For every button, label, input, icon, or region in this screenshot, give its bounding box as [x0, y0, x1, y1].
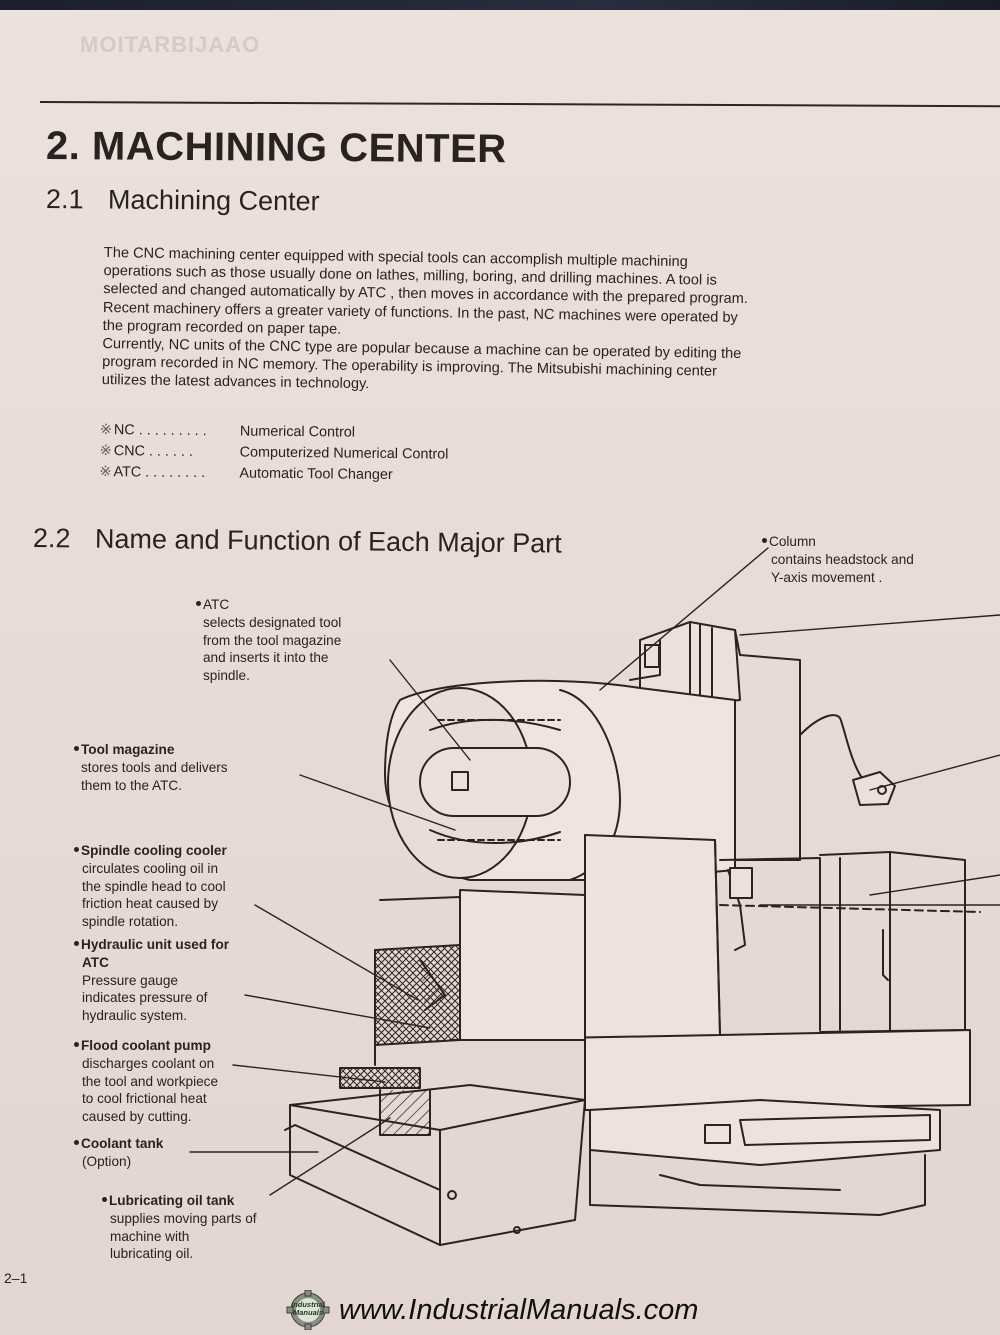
label-lubricating-oil-tank: Lubricating oil tank supplies moving par… — [102, 1192, 257, 1263]
column-shape — [629, 621, 801, 861]
label-line: and inserts it into the — [203, 650, 329, 666]
label-line: circulates cooling oil in — [82, 860, 219, 876]
label-tool-magazine: Tool magazine stores tools and delivers … — [74, 741, 228, 794]
label-line: friction heat caused by — [82, 896, 219, 912]
tool-magazine-shape — [384, 679, 736, 881]
bullet-icon — [102, 1196, 107, 1202]
label-line: selects designated tool — [203, 614, 342, 630]
bullet-icon — [74, 1041, 79, 1047]
label-line: machine with — [110, 1228, 190, 1244]
label-hydraulic-unit: Hydraulic unit used for ATC Pressure gau… — [74, 936, 229, 1025]
label-line: them to the ATC. — [81, 777, 182, 793]
label-title: Column — [769, 534, 816, 549]
label-column: Column contains headstock and Y-axis mov… — [762, 533, 914, 586]
label-title: Flood coolant pump — [81, 1038, 211, 1053]
bullet-icon — [196, 600, 201, 606]
label-line: stores tools and delivers — [81, 759, 228, 775]
label-line: spindle. — [203, 668, 250, 684]
label-line: caused by cutting. — [82, 1109, 192, 1125]
gear-logo-icon: Industrial Manuals — [283, 1289, 333, 1331]
bullet-icon — [74, 940, 79, 946]
hydraulic-unit-shape — [374, 889, 586, 1066]
bleed-through-header: MOITARBIJAAO — [80, 32, 261, 57]
label-line: (Option) — [82, 1153, 132, 1169]
label-line: spindle rotation. — [82, 914, 178, 930]
label-line: indicates pressure of — [82, 990, 208, 1006]
label-line: Y-axis movement . — [771, 569, 883, 585]
label-title: Spindle cooling cooler — [81, 843, 227, 858]
label-line: to cool frictional heat — [82, 1091, 207, 1107]
label-title: ATC — [203, 597, 230, 612]
website-url-link[interactable]: www.IndustrialManuals.com — [339, 1294, 699, 1326]
label-line: lubricating oil. — [110, 1246, 194, 1262]
label-atc: ATC selects designated tool from the too… — [196, 596, 341, 685]
bullet-icon — [74, 1139, 79, 1145]
label-line: contains headstock and — [771, 551, 914, 567]
label-line: Pressure gauge — [82, 972, 178, 988]
label-title: Tool magazine — [81, 742, 175, 757]
bullet-icon — [74, 846, 79, 852]
bullet-icon — [74, 745, 79, 751]
label-spindle-cooling: Spindle cooling cooler circulates coolin… — [74, 842, 227, 931]
label-line: supplies moving parts of — [110, 1210, 257, 1226]
label-title: Coolant tank — [81, 1136, 164, 1151]
top-edge-bar — [0, 0, 1000, 10]
label-line: the tool and workpiece — [82, 1073, 219, 1089]
page-number: 2–1 — [4, 1270, 28, 1286]
label-flood-coolant-pump: Flood coolant pump discharges coolant on… — [74, 1037, 218, 1126]
label-title: ATC — [82, 954, 109, 970]
pendant-shape — [799, 714, 896, 806]
label-line: the spindle head to cool — [82, 878, 226, 894]
label-line: from the tool magazine — [203, 632, 342, 648]
label-coolant-tank: Coolant tank (Option) — [74, 1135, 163, 1171]
logo-text: Industrial — [291, 1300, 325, 1309]
coolant-tank-shape — [284, 1067, 586, 1246]
table-base-shape — [589, 1099, 941, 1216]
leader-lines — [189, 547, 1000, 1196]
bullet-icon — [762, 537, 767, 543]
footer-watermark: Industrial Manuals www.IndustrialManuals… — [283, 1289, 753, 1331]
label-title: Lubricating oil tank — [109, 1193, 235, 1208]
logo-text: Manuals — [292, 1308, 323, 1317]
label-title: Hydraulic unit used for — [81, 937, 230, 952]
label-line: discharges coolant on — [82, 1055, 215, 1071]
label-line: hydraulic system. — [82, 1008, 188, 1024]
